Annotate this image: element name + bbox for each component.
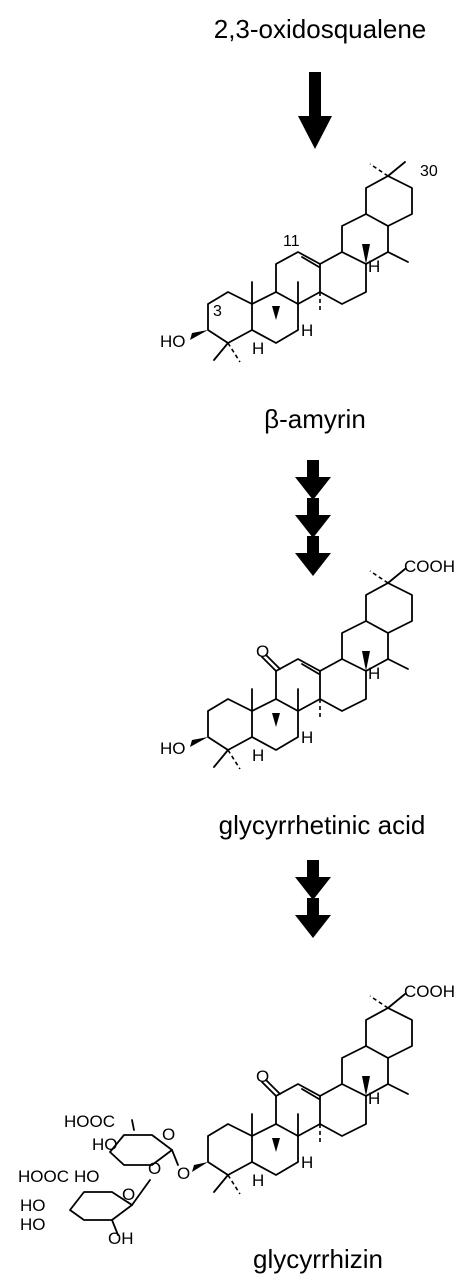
hooc-upper: HOOC bbox=[64, 1112, 115, 1131]
hydrogen-c5: H bbox=[252, 1171, 264, 1190]
carbon-number-11: 11 bbox=[283, 233, 300, 250]
arrow-step-2c bbox=[295, 536, 331, 576]
arrow-step-1 bbox=[298, 72, 332, 149]
label-glycyrrhetinic-acid: glycyrrhetinic acid bbox=[219, 810, 426, 840]
ring-oxygen-lower: O bbox=[122, 1185, 135, 1204]
arrow-step-3b bbox=[295, 898, 331, 938]
hydrogen-c5: H bbox=[252, 339, 264, 358]
carboxyl-group: COOH bbox=[404, 557, 455, 576]
disaccharide-glucuronides: HOOC O HO HOOC HO HO HO OH O O bbox=[18, 1112, 179, 1248]
arrow-step-2a bbox=[295, 460, 331, 500]
keto-bond bbox=[265, 654, 281, 670]
arrow-step-3a bbox=[295, 860, 331, 900]
keto-oxygen: O bbox=[256, 1067, 269, 1086]
structure-beta-amyrin: 3 11 30 HO H H H bbox=[160, 161, 438, 363]
oh-lower: OH bbox=[108, 1229, 134, 1248]
glucuronide-lower: HOOC HO HO HO OH O O bbox=[18, 1159, 161, 1248]
carboxyl-group: COOH bbox=[404, 982, 455, 1001]
structure-glycyrrhetinic-acid: HO O H H H COOH bbox=[160, 557, 455, 770]
linking-oxygen: O bbox=[148, 1159, 161, 1178]
reaction-arrows bbox=[295, 72, 332, 938]
label-oxidosqualene: 2,3-oxidosqualene bbox=[214, 14, 427, 44]
label-beta-amyrin: β-amyrin bbox=[264, 404, 366, 434]
glycosidic-wedge bbox=[192, 1162, 208, 1172]
arrow-step-2b bbox=[295, 498, 331, 538]
hydrogen-c18: H bbox=[368, 1089, 380, 1108]
structure-glycyrrhizin: O O H H H COOH bbox=[177, 982, 455, 1195]
hydrogen-c18: H bbox=[368, 257, 380, 276]
hydroxyl-wedge bbox=[190, 330, 208, 340]
ho-lower-1: HO bbox=[74, 1167, 100, 1186]
hydrogen-c9: H bbox=[301, 1153, 313, 1172]
keto-oxygen: O bbox=[256, 642, 269, 661]
label-glycyrrhizin: glycyrrhizin bbox=[253, 1244, 383, 1274]
keto-bond bbox=[261, 656, 277, 672]
hooc-lower: HOOC bbox=[18, 1167, 69, 1186]
hydrogen-c5: H bbox=[252, 746, 264, 765]
carbon-number-3: 3 bbox=[213, 303, 222, 320]
hydroxyl-group: HO bbox=[160, 332, 186, 351]
hydrogen-c9: H bbox=[301, 321, 313, 340]
hydroxyl-group: HO bbox=[160, 739, 186, 758]
glucuronide-upper: HOOC O HO bbox=[64, 1112, 179, 1166]
hydrogen-c9: H bbox=[301, 728, 313, 747]
ho-lower-3: HO bbox=[20, 1215, 46, 1234]
carbon-number-30: 30 bbox=[420, 163, 438, 180]
glycosidic-oxygen: O bbox=[177, 1164, 190, 1183]
hydroxyl-wedge bbox=[190, 737, 208, 747]
hydrogen-c18: H bbox=[368, 664, 380, 683]
ho-upper-1: HO bbox=[92, 1135, 118, 1154]
ho-lower-2: HO bbox=[20, 1196, 46, 1215]
ring-oxygen-upper: O bbox=[162, 1125, 175, 1144]
